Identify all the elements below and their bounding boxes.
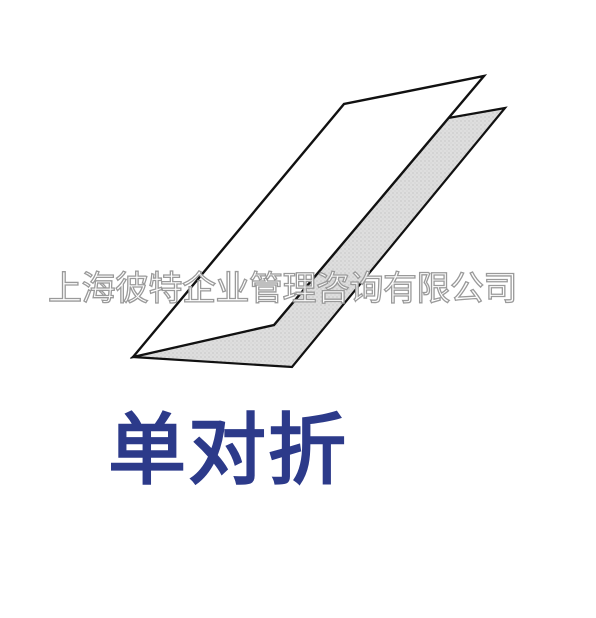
watermark-text: 上海彼特企业管理咨询有限公司	[47, 269, 518, 309]
fold-type-caption: 单对折	[108, 405, 349, 496]
front-panel	[129, 74, 488, 359]
